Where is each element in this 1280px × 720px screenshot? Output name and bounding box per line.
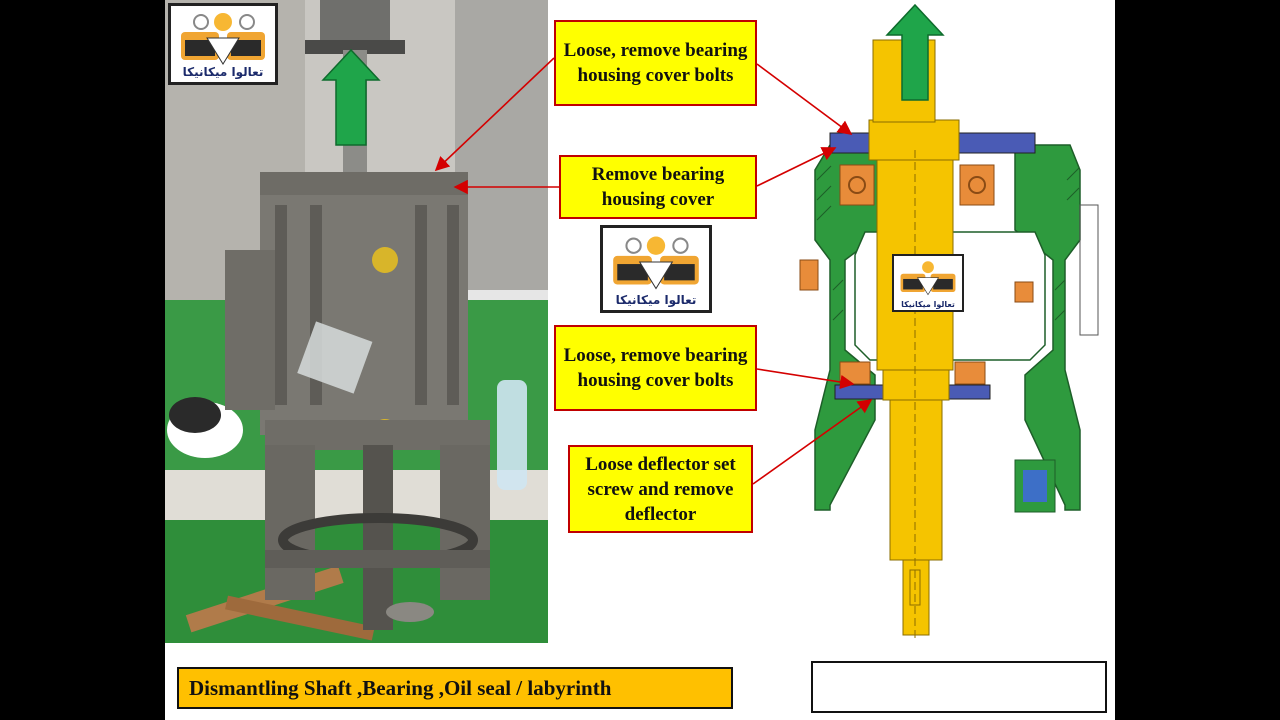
cartoon-gears-logo-icon	[613, 236, 699, 290]
brand-logo-diagram: تعالوا ميكانيكا	[892, 254, 964, 312]
callout-text: Loose, remove bearing housing cover bolt…	[563, 345, 748, 391]
lift-direction-arrow-photo	[321, 48, 381, 146]
logo-text: تعالوا ميكانيكا	[615, 293, 697, 307]
pump-cross-section: تعالوا ميكانيكا	[785, 0, 1115, 650]
callout-deflector: Loose deflector set screw and remove def…	[568, 445, 753, 533]
callout-remove-cover: Remove bearing housing cover	[559, 155, 757, 219]
slide-caption: Dismantling Shaft ,Bearing ,Oil seal / l…	[177, 667, 733, 709]
cartoon-gears-logo-icon	[181, 13, 265, 65]
callout-cover-bolts-bottom: Loose, remove bearing housing cover bolt…	[554, 325, 757, 411]
empty-label-box	[811, 661, 1107, 713]
slide: تعالوا ميكانيكا تعالوا ميكانيكا	[165, 0, 1115, 720]
callout-text: Loose, remove bearing housing cover bolt…	[563, 40, 748, 86]
callout-text: Remove bearing housing cover	[591, 164, 725, 210]
callout-text: Loose deflector set screw and remove def…	[585, 453, 736, 525]
pump-photo	[165, 0, 548, 643]
cross-section-drawing	[799, 3, 1099, 640]
brand-logo: تعالوا ميكانيكا	[168, 3, 278, 85]
cartoon-gears-logo-icon	[900, 261, 956, 296]
brand-logo-center: تعالوا ميكانيكا	[600, 225, 712, 313]
logo-text: تعالوا ميكانيكا	[901, 300, 955, 309]
logo-text: تعالوا ميكانيكا	[182, 65, 264, 79]
callout-cover-bolts-top: Loose, remove bearing housing cover bolt…	[554, 20, 757, 106]
